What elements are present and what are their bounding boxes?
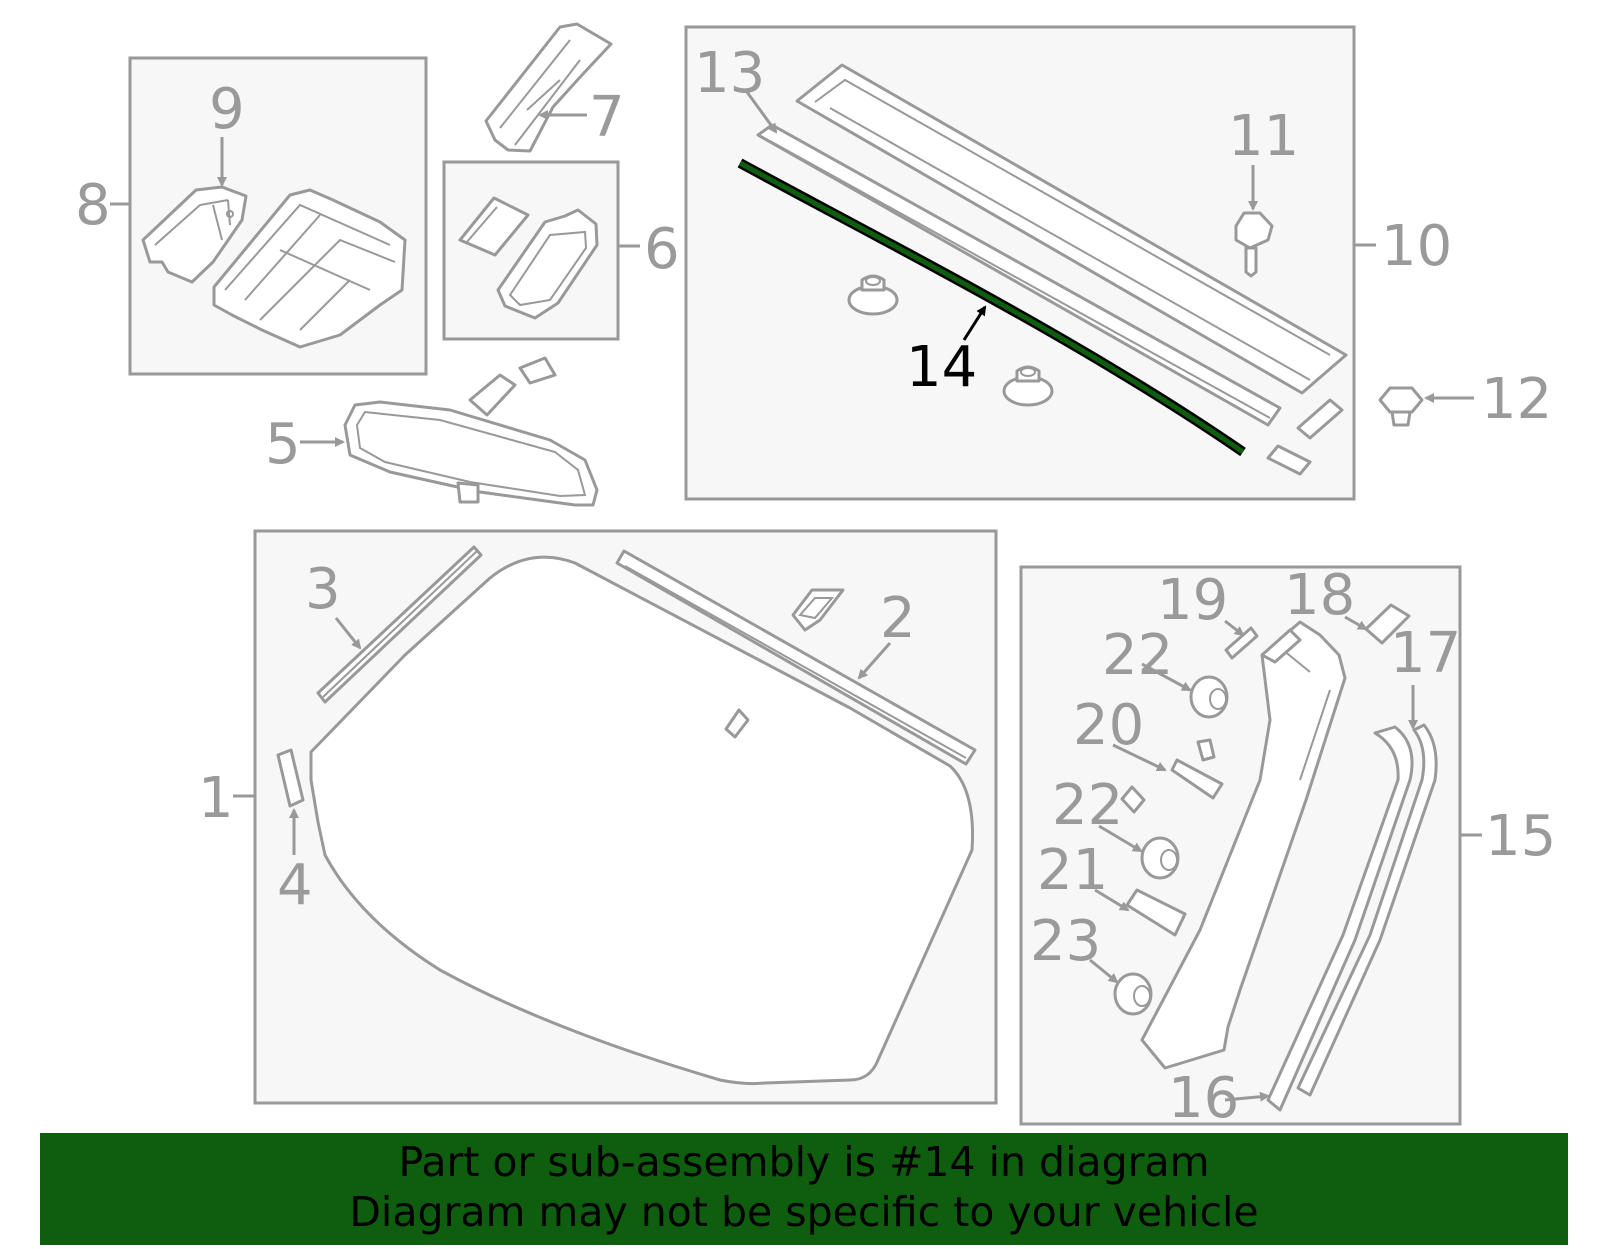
part-22-grommet-b bbox=[1140, 836, 1180, 880]
callout-11: 11 bbox=[1228, 104, 1299, 169]
part-11-clip bbox=[1234, 211, 1274, 278]
callout-17: 17 bbox=[1390, 621, 1461, 686]
part-10-roof-panel bbox=[795, 63, 1348, 395]
callout-15: 15 bbox=[1485, 804, 1556, 869]
banner-background bbox=[40, 1133, 1568, 1245]
fastener-grommet-a bbox=[847, 274, 899, 316]
part-3-molding bbox=[316, 545, 483, 704]
callout-16: 16 bbox=[1168, 1066, 1239, 1131]
part-14-highlighted-strip[interactable] bbox=[737, 158, 1246, 457]
callout-5: 5 bbox=[265, 412, 301, 477]
part-18-clip bbox=[1364, 603, 1411, 645]
part-22-grommet-a bbox=[1189, 675, 1229, 719]
callout-19: 19 bbox=[1157, 568, 1228, 633]
part-22-small-clip bbox=[1120, 785, 1146, 814]
callout-3: 3 bbox=[305, 557, 341, 622]
part-6-pads bbox=[458, 196, 599, 320]
part-9-bracket bbox=[141, 185, 248, 284]
callout-6: 6 bbox=[644, 217, 680, 282]
callout-4: 4 bbox=[277, 853, 313, 918]
part-15-pillar-trim bbox=[1140, 620, 1347, 1070]
callout-7: 7 bbox=[589, 85, 625, 150]
callout-13: 13 bbox=[694, 41, 765, 106]
callout-23: 23 bbox=[1030, 909, 1101, 974]
part-2-molding bbox=[615, 549, 977, 766]
part-16-weatherstrip bbox=[1266, 725, 1414, 1112]
part-20-pad bbox=[1170, 738, 1224, 800]
end-cap-a bbox=[1296, 398, 1344, 440]
leader-lines bbox=[110, 91, 1482, 1102]
part-1-windshield bbox=[309, 555, 974, 1086]
callout-18: 18 bbox=[1284, 563, 1355, 628]
callout-1: 1 bbox=[198, 766, 234, 831]
banner-line-1: Part or sub-assembly is #14 in diagram bbox=[398, 1138, 1210, 1186]
callout-12: 12 bbox=[1481, 367, 1552, 432]
part-7-cover bbox=[484, 22, 613, 153]
callout-22-upper: 22 bbox=[1102, 623, 1173, 688]
callout-21: 21 bbox=[1037, 838, 1108, 903]
callout-2: 2 bbox=[880, 586, 916, 651]
part-12-nut bbox=[1378, 386, 1424, 427]
part-23-grommet bbox=[1113, 972, 1153, 1016]
callout-20: 20 bbox=[1073, 693, 1144, 758]
part-21-pad bbox=[1125, 888, 1187, 937]
part-4-spacer bbox=[276, 748, 305, 808]
callout-9: 9 bbox=[209, 77, 245, 142]
callout-8: 8 bbox=[75, 173, 111, 238]
callout-22-lower: 22 bbox=[1052, 773, 1123, 838]
part-8-housing bbox=[212, 188, 407, 349]
part-17-weatherstrip bbox=[1296, 723, 1438, 1097]
banner-line-2: Diagram may not be specific to your vehi… bbox=[349, 1188, 1259, 1236]
fastener-grommet-b bbox=[1002, 365, 1054, 407]
callout-10: 10 bbox=[1381, 214, 1452, 279]
end-cap-b bbox=[1266, 444, 1312, 476]
info-banner: Part or sub-assembly is #14 in diagram D… bbox=[40, 1133, 1568, 1245]
part-5-mirror bbox=[343, 356, 599, 507]
part-2-clip bbox=[791, 588, 845, 632]
callout-14[interactable]: 14 bbox=[906, 335, 977, 400]
